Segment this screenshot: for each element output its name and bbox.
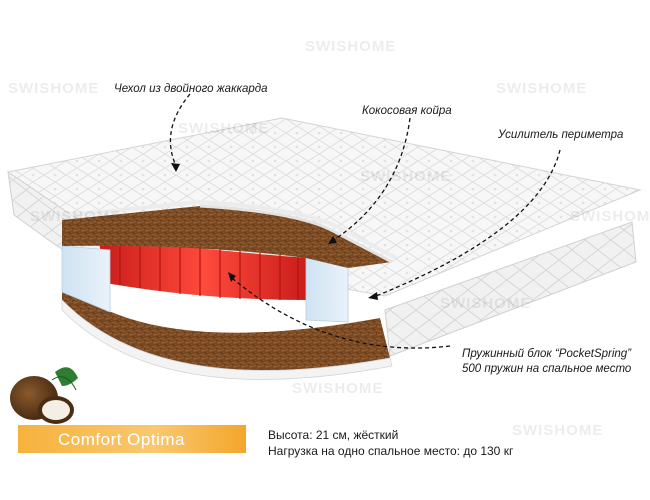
arrowhead-perimeter (368, 292, 378, 300)
arrowhead-cover (171, 163, 180, 172)
mattress-right-side (384, 221, 637, 357)
callout-line-springs (231, 277, 451, 349)
watermark-8: SWISHOME (440, 295, 532, 312)
perimeter-foam-left (61, 245, 111, 313)
callout-line-perimeter (375, 149, 561, 297)
coir-top-layer (62, 206, 392, 268)
watermark-9: SWISHOME (292, 380, 384, 397)
callout-line-coir (333, 117, 411, 241)
watermark-5: SWISHOME (360, 168, 452, 185)
coir-bottom-layer (62, 282, 390, 371)
watermark-2: SWISHOME (8, 80, 100, 97)
callout-coir: Кокосовая койра (362, 105, 452, 117)
arrowhead-coir (328, 236, 337, 244)
callout-line-cover (169, 93, 191, 167)
callout-perimeter: Усилитель периметра (498, 129, 624, 141)
cut-edge (199, 204, 393, 264)
arrowhead-springs (228, 272, 236, 282)
watermark-7: SWISHOME (570, 208, 650, 225)
cover-top-edge (59, 199, 397, 260)
callout-cover: Чехол из двойного жаккарда (114, 83, 268, 95)
product-name: Comfort Optima (58, 430, 185, 449)
spec-load: Нагрузка на одно спальное место: до 130 … (268, 444, 514, 458)
callout-springs-1: Пружинный блок “PocketSpring” (462, 348, 632, 360)
perimeter-foam-right (305, 257, 349, 323)
spec-height: Высота: 21 см, жёсткий (268, 428, 399, 442)
product-banner (18, 425, 246, 453)
callout-springs-2: 500 пружин на спальное место (462, 363, 632, 375)
cover-bottom-edge (61, 299, 393, 380)
coconut-icon (10, 367, 78, 424)
watermark-3: SWISHOME (496, 80, 588, 97)
watermark-6: SWISHOME (30, 208, 122, 225)
spring-block (100, 236, 308, 300)
watermark-10: SWISHOME (512, 422, 604, 439)
watermark-4: SWISHOME (178, 120, 270, 137)
watermark-1: SWISHOME (305, 38, 397, 55)
